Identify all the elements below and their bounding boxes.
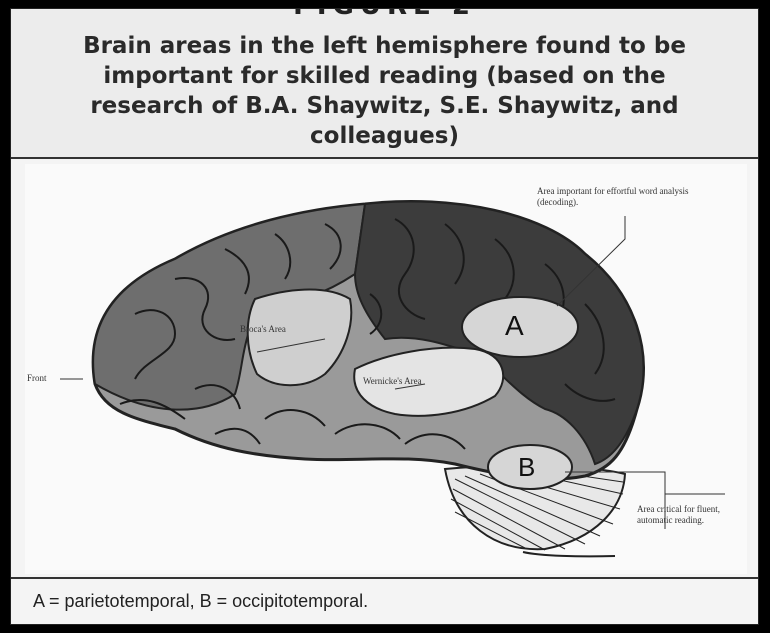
note-b: Area critical for fluent, automatic read… xyxy=(637,504,745,526)
figure-frame: FIGURE 2 Brain areas in the left hemisph… xyxy=(10,8,759,625)
note-a: Area important for effortful word analys… xyxy=(537,186,717,208)
legend-text: A = parietotemporal, B = occipitotempora… xyxy=(33,591,368,612)
brainstem-line xyxy=(523,552,615,556)
brain-panel: Front Broca's Area Wernicke's Area A B A… xyxy=(25,164,747,574)
region-a-label: A xyxy=(505,310,524,342)
figure-heading: FIGURE 2 xyxy=(11,8,758,21)
front-label: Front xyxy=(27,373,47,384)
title-divider xyxy=(11,157,758,159)
wernickes-area-label: Wernicke's Area xyxy=(363,376,453,387)
title-block: FIGURE 2 Brain areas in the left hemisph… xyxy=(11,9,758,159)
brocas-area-label: Broca's Area xyxy=(240,324,310,335)
legend-divider xyxy=(11,577,758,579)
region-b-label: B xyxy=(518,452,535,483)
figure-title: Brain areas in the left hemisphere found… xyxy=(11,31,758,151)
